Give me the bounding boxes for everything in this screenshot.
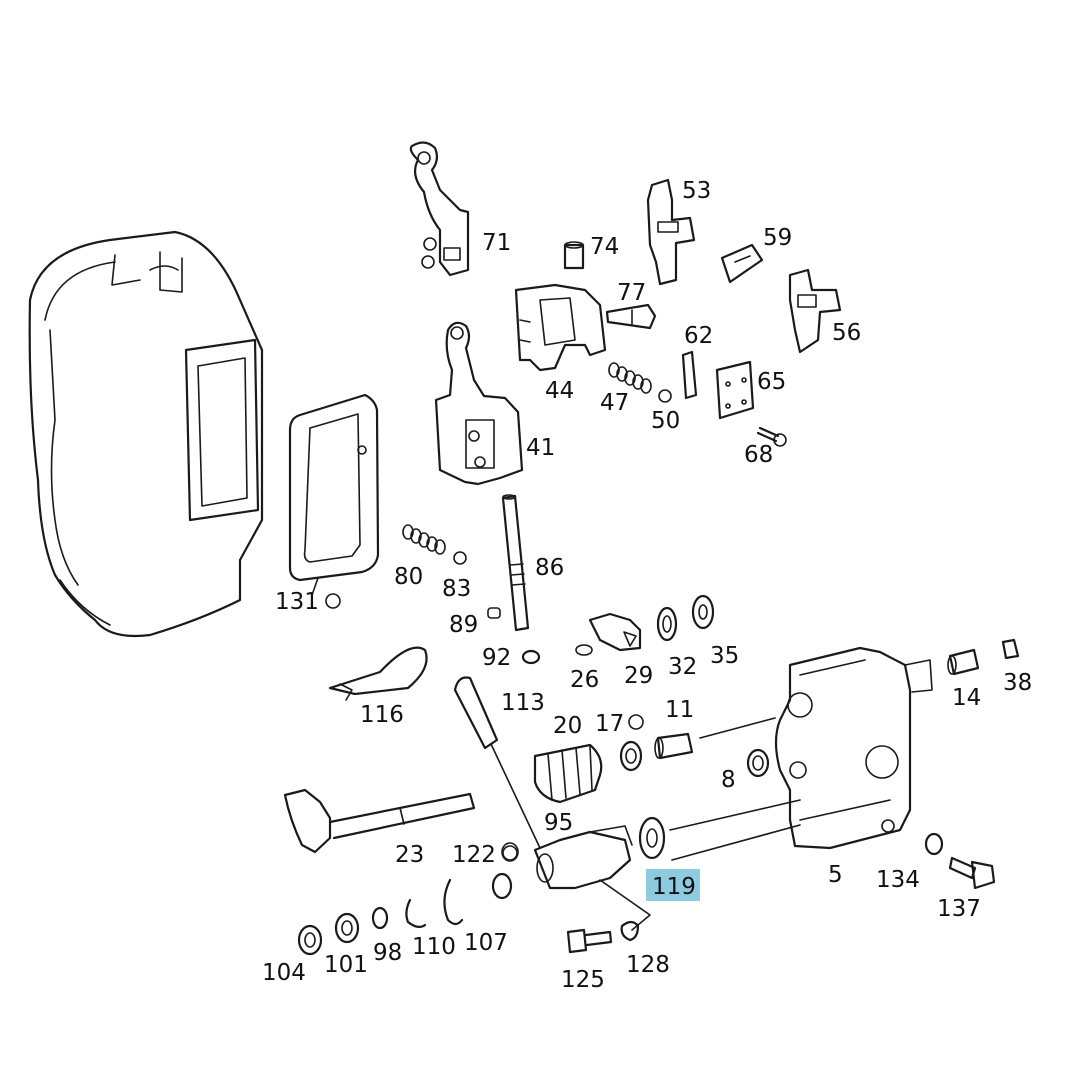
label-50: 50 xyxy=(651,408,680,434)
rod-113 xyxy=(453,676,541,849)
pin-89 xyxy=(487,607,501,619)
bolt-125 xyxy=(566,928,613,954)
label-74: 74 xyxy=(590,234,619,260)
gasket-119 xyxy=(638,816,666,860)
bushing-92 xyxy=(521,649,541,665)
shift-finger-29 xyxy=(588,612,642,652)
label-80: 80 xyxy=(394,564,423,590)
plug-8 xyxy=(746,748,770,778)
label-101: 101 xyxy=(324,952,368,978)
transmission-housing xyxy=(28,230,264,638)
seal-17 xyxy=(619,740,643,772)
selector-assembly-41 xyxy=(434,321,524,486)
sleeve-11 xyxy=(654,717,776,760)
label-38: 38 xyxy=(1003,670,1032,696)
shift-fork-53 xyxy=(646,178,696,286)
seal-122 xyxy=(501,842,519,862)
label-26: 26 xyxy=(570,667,599,693)
circlip-107 xyxy=(443,878,464,926)
label-17: 17 xyxy=(595,711,624,737)
plate-59 xyxy=(720,243,764,284)
cover-housing-5 xyxy=(774,646,933,850)
strap-116 xyxy=(328,646,428,701)
valve-assembly-95 xyxy=(533,825,633,890)
label-137: 137 xyxy=(937,896,981,922)
label-86: 86 xyxy=(535,555,564,581)
label-104: 104 xyxy=(262,960,306,986)
shift-fork-56 xyxy=(788,268,842,354)
ring-98 xyxy=(371,906,389,930)
label-95: 95 xyxy=(544,810,573,836)
label-128: 128 xyxy=(626,952,670,978)
label-23: 23 xyxy=(395,842,424,868)
label-14: 14 xyxy=(952,685,981,711)
label-71: 71 xyxy=(482,230,511,256)
label-113: 113 xyxy=(501,690,545,716)
label-65: 65 xyxy=(757,369,786,395)
bushing-38 xyxy=(1001,638,1020,660)
spring-47 xyxy=(608,362,652,394)
spring-80 xyxy=(402,524,446,555)
part-labels: 71 74 53 59 77 56 62 44 47 65 50 41 68 8… xyxy=(262,178,1032,993)
clip-110 xyxy=(405,898,427,929)
label-119: 119 xyxy=(652,874,696,900)
washer-101 xyxy=(334,912,360,944)
washer-134 xyxy=(924,832,944,856)
highlight-box-119 xyxy=(646,869,700,901)
label-8: 8 xyxy=(721,767,736,793)
label-125: 125 xyxy=(561,967,605,993)
label-11: 11 xyxy=(665,697,694,723)
label-98: 98 xyxy=(373,940,402,966)
label-68: 68 xyxy=(744,442,773,468)
label-53: 53 xyxy=(682,178,711,204)
bracket-44 xyxy=(514,283,607,372)
label-77: 77 xyxy=(617,280,646,306)
bushing-107b xyxy=(491,872,513,900)
label-47: 47 xyxy=(600,390,629,416)
label-32: 32 xyxy=(668,654,697,680)
label-56: 56 xyxy=(832,320,861,346)
ring-32 xyxy=(656,606,678,642)
label-107: 107 xyxy=(464,930,508,956)
ball-83 xyxy=(453,551,467,565)
label-110: 110 xyxy=(412,934,456,960)
label-41: 41 xyxy=(526,435,555,461)
nut-35 xyxy=(691,594,715,630)
bushing-14 xyxy=(947,648,980,676)
label-131: 131 xyxy=(275,589,319,615)
key-26 xyxy=(575,644,593,656)
label-83: 83 xyxy=(442,576,471,602)
label-92: 92 xyxy=(482,645,511,671)
label-62: 62 xyxy=(684,323,713,349)
label-44: 44 xyxy=(545,378,574,404)
plate-65 xyxy=(715,360,755,420)
marker-122 xyxy=(502,845,518,861)
bolt-68 xyxy=(756,426,787,447)
washer-128 xyxy=(620,920,640,942)
label-59: 59 xyxy=(763,225,792,251)
label-116: 116 xyxy=(360,702,404,728)
pin-77 xyxy=(605,303,657,330)
label-20: 20 xyxy=(553,713,582,739)
label-134: 134 xyxy=(876,867,920,893)
gasket-131 xyxy=(288,393,380,582)
label-29: 29 xyxy=(624,663,653,689)
shift-lever-71 xyxy=(409,141,470,277)
marker-17 xyxy=(628,714,644,730)
label-89: 89 xyxy=(449,612,478,638)
shaft-86 xyxy=(501,494,530,632)
bushing-74 xyxy=(563,241,585,270)
boot-20 xyxy=(533,743,603,804)
marker-131 xyxy=(325,593,341,609)
label-35: 35 xyxy=(710,643,739,669)
label-122: 122 xyxy=(452,842,496,868)
bolt-137 xyxy=(948,856,996,890)
pin-62 xyxy=(681,350,698,400)
washer-104 xyxy=(297,924,323,956)
selector-shaft-23 xyxy=(283,788,476,854)
ball-50 xyxy=(658,389,672,403)
label-5: 5 xyxy=(828,862,843,888)
tube-line xyxy=(669,799,801,861)
